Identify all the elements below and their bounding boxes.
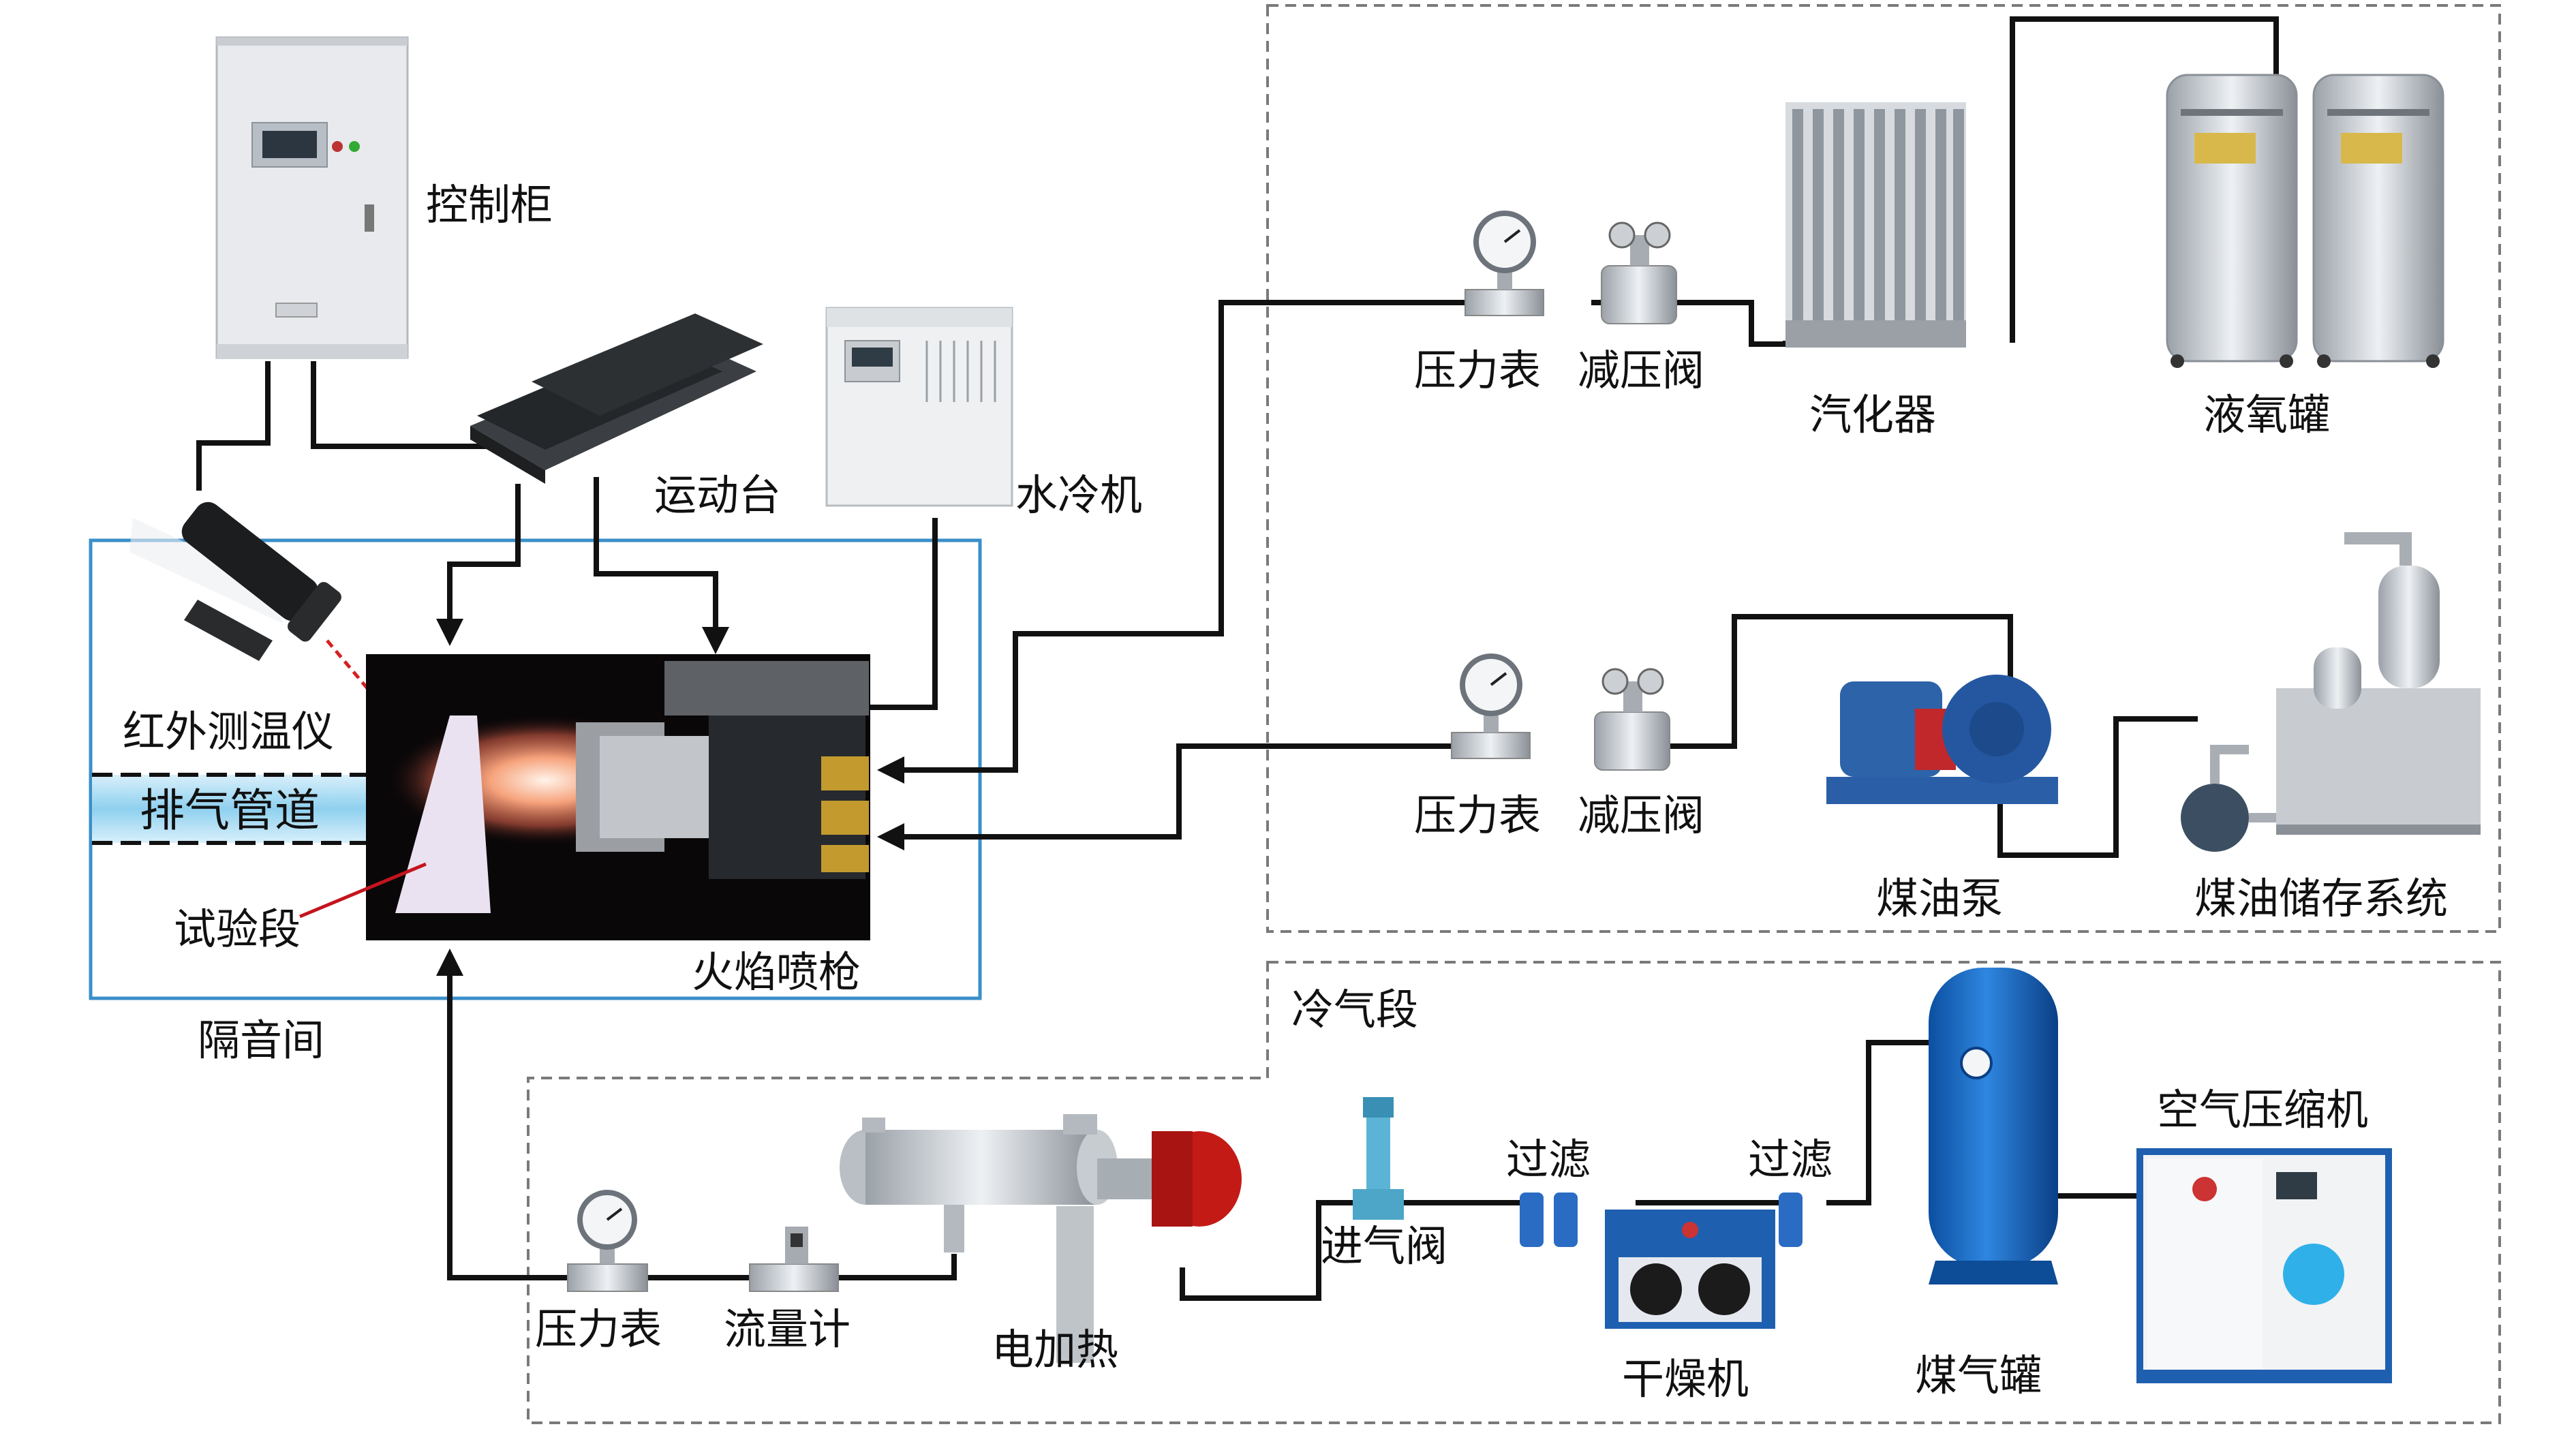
vaporizer-image <box>1785 102 1966 348</box>
label-motion-stage: 运动台 <box>654 470 781 520</box>
label-sound-room: 隔音间 <box>198 1015 324 1065</box>
inlet-valve-image <box>1353 1097 1404 1220</box>
label-flow-meter: 流量计 <box>724 1304 850 1354</box>
pipe-tank-filter <box>1826 1040 1929 1205</box>
cold-air-region <box>527 961 2501 1424</box>
dryer-image <box>1520 1192 1803 1329</box>
label-water-chiller: 水冷机 <box>1015 470 1142 520</box>
label-test-section: 试验段 <box>174 904 301 954</box>
label-ir-thermometer: 红外测温仪 <box>123 707 334 756</box>
label-flame-gun: 火焰喷枪 <box>692 947 861 997</box>
water-chiller-image <box>825 307 1013 507</box>
pipe-cabinet-stage <box>311 361 491 449</box>
pipe-stage-right <box>594 477 729 654</box>
kerosene-pump-image <box>1826 675 2058 804</box>
pipe-lox <box>2010 16 2279 343</box>
pressure-gauge-1-image <box>1465 211 1544 316</box>
label-lox-tank: 液氧罐 <box>2203 390 2330 440</box>
label-vaporizer: 汽化器 <box>1809 390 1936 440</box>
label-pressure-gauge-1: 压力表 <box>1414 345 1541 395</box>
pressure-gauge-2-image <box>1451 653 1531 759</box>
reducing-valve-1-image <box>1601 221 1677 324</box>
pipe-gauge-gun <box>436 949 568 1280</box>
pipe-valve-heater <box>1180 1200 1353 1301</box>
control-cabinet-image <box>215 36 409 359</box>
pipe-kerosene-gun <box>877 743 1452 850</box>
label-cold-air-section: 冷气段 <box>1291 985 1418 1034</box>
label-filter-2: 过滤 <box>1748 1135 1833 1184</box>
exhaust-duct <box>92 775 371 843</box>
label-inlet-valve: 进气阀 <box>1321 1221 1447 1271</box>
air-compressor-image <box>2136 1148 2392 1383</box>
pipe-chiller-gun <box>869 518 938 710</box>
electric-heater-image <box>840 1114 1242 1363</box>
pressure-gauge-3-image <box>567 1190 648 1292</box>
label-gas-tank: 煤气罐 <box>1915 1351 2042 1400</box>
label-kerosene-pump: 煤油泵 <box>1876 874 2003 923</box>
pipe-stage-left <box>436 484 521 646</box>
label-exhaust-duct: 排气管道 <box>140 784 320 837</box>
label-dryer: 干燥机 <box>1622 1354 1749 1404</box>
label-reducing-valve-1: 减压阀 <box>1578 345 1704 395</box>
pipe-cabinet-ir <box>196 361 271 491</box>
test-section-pointer <box>299 862 427 919</box>
label-pressure-gauge-2: 压力表 <box>1414 790 1541 840</box>
lox-tank-image <box>2166 74 2444 368</box>
label-reducing-valve-2: 减压阀 <box>1578 790 1704 840</box>
pipe-heater-flow <box>838 1254 957 1280</box>
label-control-cabinet: 控制柜 <box>426 180 553 230</box>
lox-kerosene-region <box>1266 4 2501 933</box>
pipe-lox-gun <box>877 300 1465 784</box>
label-pressure-gauge-3: 压力表 <box>535 1304 662 1354</box>
label-air-compressor: 空气压缩机 <box>2157 1085 2368 1135</box>
label-kerosene-storage: 煤油储存系统 <box>2194 874 2448 923</box>
motion-stage-image <box>470 313 763 484</box>
gas-tank-image <box>1929 968 2058 1284</box>
kerosene-storage-image <box>2181 532 2481 852</box>
ir-thermometer-image <box>129 502 341 661</box>
label-filter-1: 过滤 <box>1506 1135 1591 1184</box>
flow-meter-image <box>749 1227 839 1292</box>
reducing-valve-2-image <box>1594 668 1670 771</box>
label-electric-heater: 电加热 <box>992 1325 1118 1374</box>
pipe-kerosene-pump <box>1601 614 2013 749</box>
flame-gun-photo <box>366 654 870 940</box>
